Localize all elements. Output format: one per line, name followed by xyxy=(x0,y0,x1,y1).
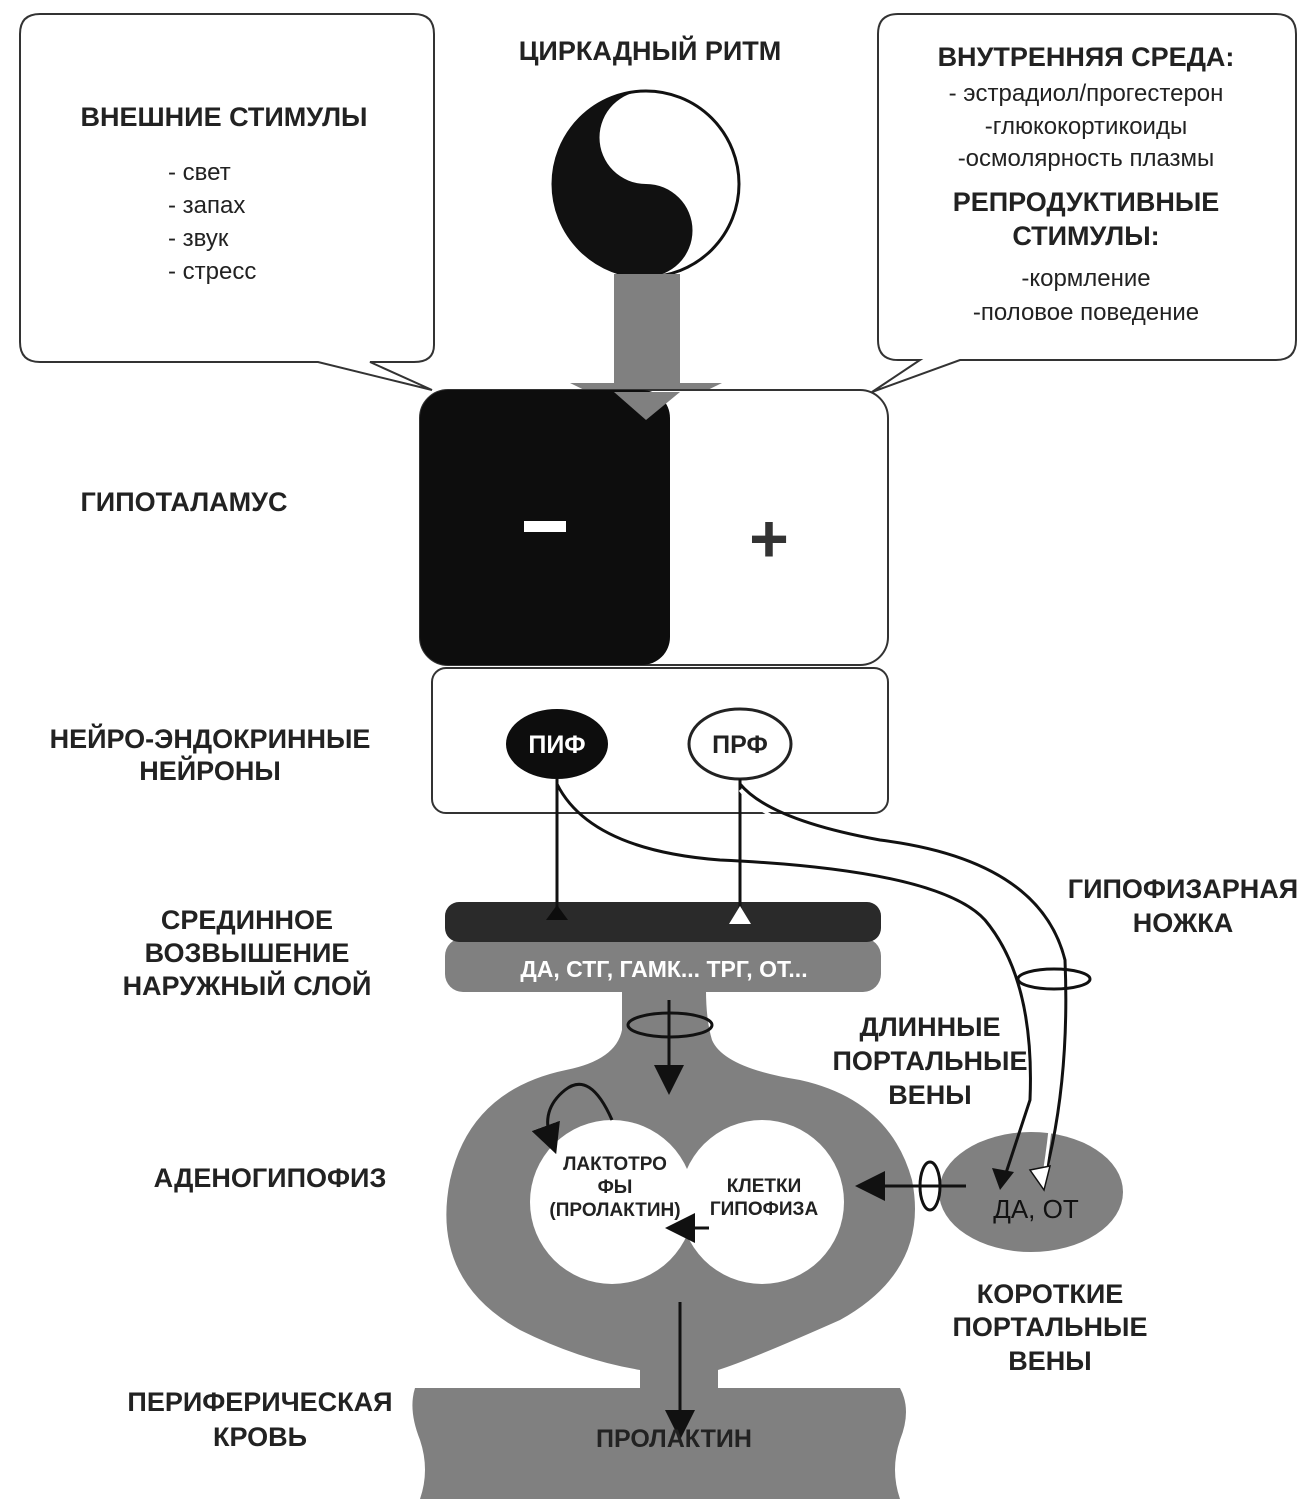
median-label: НАРУЖНЫЙ СЛОЙ xyxy=(123,970,372,1001)
long-veins-label: ПОРТАЛЬНЫЕ xyxy=(833,1046,1028,1076)
pif-label: ПИФ xyxy=(528,731,585,759)
hypothalamus-label: ГИПОТАЛАМУС xyxy=(81,487,288,517)
median-factors: ДА, СТГ, ГАМК... ТРГ, ОТ... xyxy=(520,956,807,982)
lactotroph-label: ЛАКТОТРО xyxy=(563,1154,667,1175)
blood-label: КРОВЬ xyxy=(213,1422,307,1452)
internal-item: -глюкокортикоиды xyxy=(985,113,1187,140)
reproductive-item: -половое поведение xyxy=(973,299,1199,326)
reproductive-title: СТИМУЛЫ: xyxy=(1012,221,1159,251)
short-veins-label: ПОРТАЛЬНЫЕ xyxy=(953,1312,1148,1342)
lactotroph-label: (ПРОЛАКТИН) xyxy=(549,1200,680,1221)
external-stimulus-item: - звук xyxy=(168,225,229,252)
prolactin-output-label: ПРОЛАКТИН xyxy=(596,1425,752,1453)
external-stimulus-item: - свет xyxy=(168,159,231,186)
external-stimuli-callout xyxy=(19,13,435,391)
circadian-arrow-tip xyxy=(614,392,680,420)
prf-arrow-tip xyxy=(729,906,751,924)
plus-sign: + xyxy=(749,501,789,577)
median-eminence-top xyxy=(445,902,881,942)
external-stimulus-item: - стресс xyxy=(168,258,256,285)
internal-item: -осмолярность плазмы xyxy=(958,145,1215,172)
circadian-title: ЦИРКАДНЫЙ РИТМ xyxy=(519,35,782,66)
short-veins-label: ВЕНЫ xyxy=(1008,1346,1091,1376)
pif-node xyxy=(506,709,608,779)
long-veins-label: ДЛИННЫЕ xyxy=(859,1012,1000,1042)
pituitary-cells-label: ГИПОФИЗА xyxy=(710,1199,819,1220)
internal-item: - эстрадиол/прогестерон xyxy=(949,80,1224,107)
external-stimulus-item: - запах xyxy=(168,192,245,219)
blood-label: ПЕРИФЕРИЧЕСКАЯ xyxy=(127,1387,392,1417)
vessel-rings xyxy=(626,967,1092,1212)
lactotroph-label: ФЫ xyxy=(598,1177,633,1198)
circadian-arrow xyxy=(570,274,722,420)
pif-arrow-tip xyxy=(546,905,568,920)
internal-environment-callout xyxy=(871,13,1297,393)
pathway-lines xyxy=(531,779,1068,1440)
yin-yang-icon xyxy=(551,89,741,279)
adenohypophysis-label: АДЕНОГИПОФИЗ xyxy=(154,1163,387,1193)
long-vein-arrow-tip-white xyxy=(1028,1165,1052,1192)
neurons-box xyxy=(431,667,889,814)
minus-sign xyxy=(524,521,566,532)
external-stimuli-title: ВНЕШНИЕ СТИМУЛЫ xyxy=(81,102,368,132)
long-vein-arrow-tip-black xyxy=(992,1168,1014,1190)
short-veins-label: КОРОТКИЕ xyxy=(977,1279,1124,1309)
cell-circles xyxy=(530,1120,844,1284)
pituitary-cells-label: КЛЕТКИ xyxy=(727,1176,801,1197)
long-veins-label: ВЕНЫ xyxy=(888,1080,971,1110)
stalk-label: НОЖКА xyxy=(1133,908,1234,938)
prf-label: ПРФ xyxy=(712,731,768,759)
internal-environment-title: ВНУТРЕННЯЯ СРЕДА: xyxy=(938,42,1235,72)
median-label: СРЕДИННОЕ xyxy=(161,905,333,935)
reproductive-item: -кормление xyxy=(1021,265,1150,292)
median-label: ВОЗВЫШЕНИЕ xyxy=(145,938,350,968)
neurons-label: НЕЙРО-ЭНДОКРИННЫЕ xyxy=(50,723,371,754)
reproductive-title: РЕПРОДУКТИВНЫЕ xyxy=(953,187,1220,217)
stalk-label: ГИПОФИЗАРНАЯ xyxy=(1068,874,1298,904)
posterior-factors: ДА, ОТ xyxy=(993,1194,1079,1224)
neurons-label: НЕЙРОНЫ xyxy=(139,755,281,786)
